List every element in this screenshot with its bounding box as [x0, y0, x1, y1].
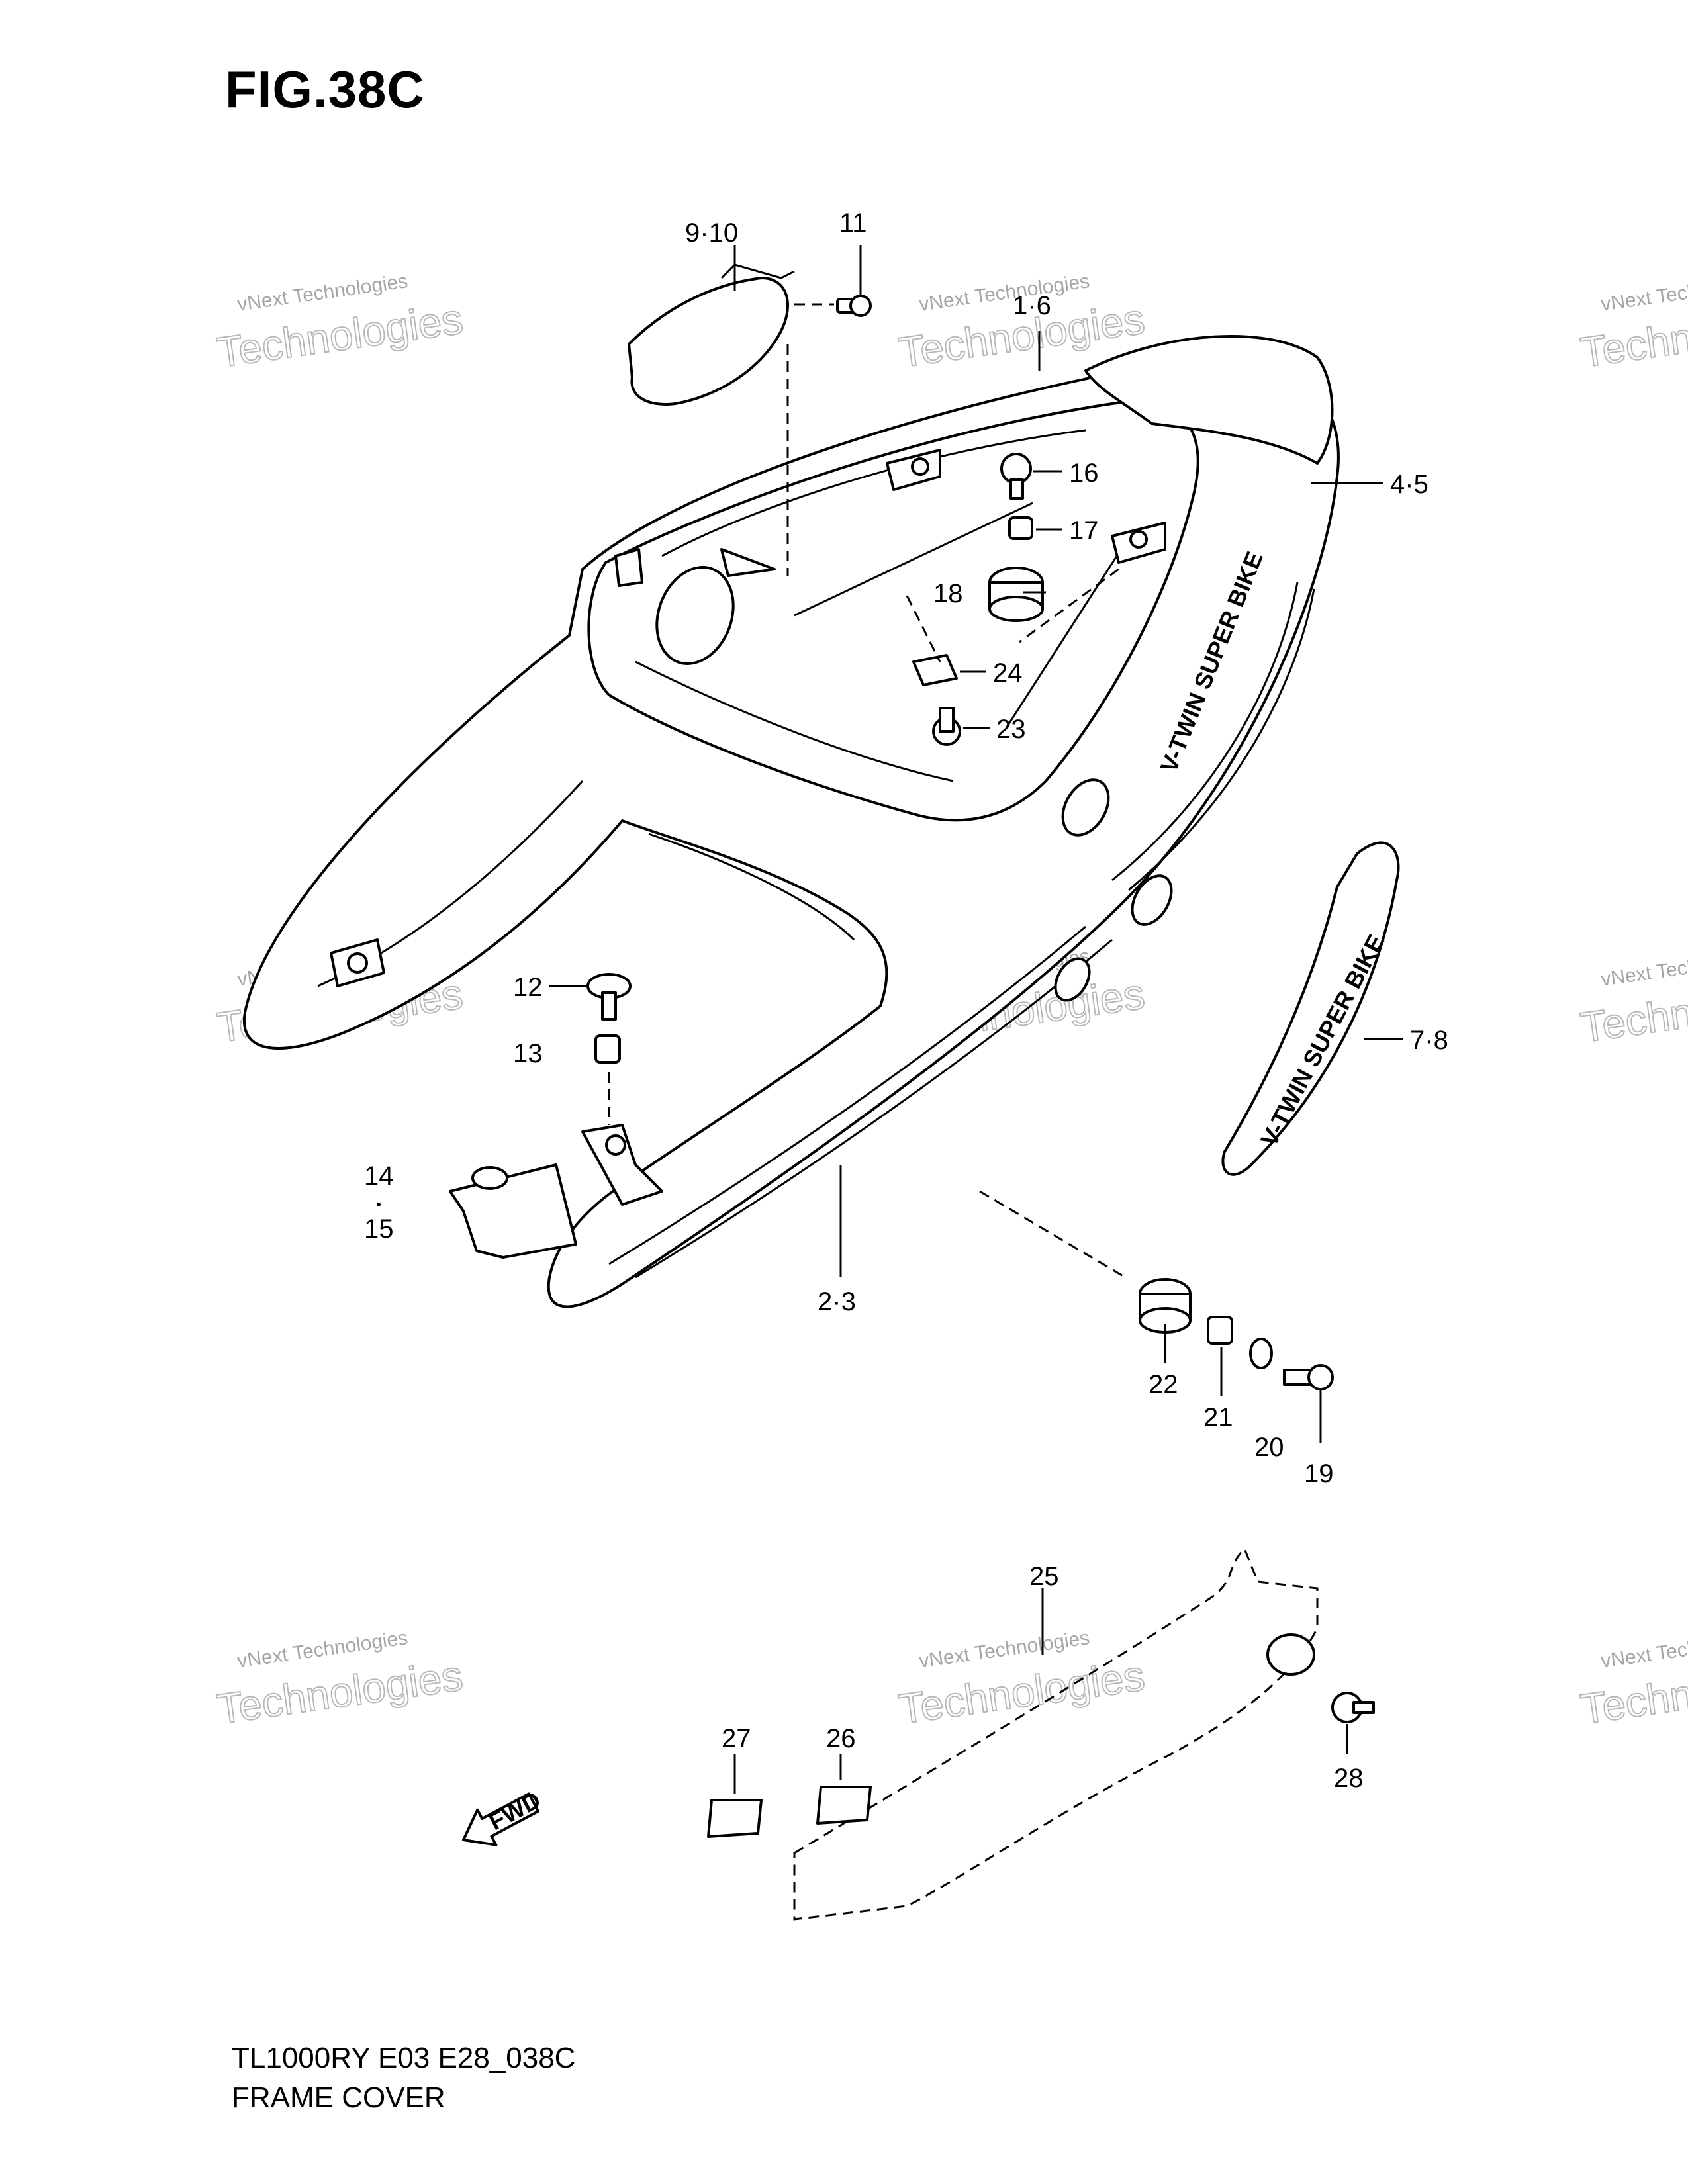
washer-20	[1249, 1338, 1273, 1369]
tray-inner-edge	[635, 660, 954, 782]
callout-11: 11	[839, 208, 867, 238]
callout-1-6: 1·6	[1013, 291, 1051, 320]
collar-13	[594, 1034, 621, 1064]
callout-23: 23	[996, 715, 1026, 744]
side-groove	[1111, 582, 1299, 882]
callout-18: 18	[933, 579, 963, 608]
bracket-flange	[720, 263, 795, 279]
side-groove	[1128, 588, 1315, 891]
grommet-18	[988, 567, 1044, 622]
seat-hump	[1084, 335, 1334, 465]
callout-27: 27	[722, 1724, 751, 1753]
watermark-text: vNext Technologies	[1599, 1627, 1688, 1672]
callout-16: 16	[1069, 459, 1099, 488]
tray-rib	[794, 502, 1033, 617]
leader-lines	[549, 245, 1403, 1794]
callout-13: 13	[513, 1039, 543, 1068]
bolt-19	[1283, 1364, 1334, 1390]
callout-7-8: 7·8	[1410, 1026, 1448, 1055]
figure-name: FRAME COVER	[232, 2081, 445, 2114]
callout-15: 15	[364, 1214, 394, 1244]
mounting-tab	[614, 548, 643, 587]
side-grommet-hole	[1061, 778, 1110, 837]
model-code: TL1000RY E03 E28_038C	[232, 2042, 576, 2074]
callout-22: 22	[1149, 1370, 1178, 1399]
tab-hole	[911, 457, 929, 476]
screw-11	[836, 295, 872, 317]
top-bracket-part	[628, 277, 789, 406]
arm-mount-hole	[347, 952, 368, 974]
side-decal-7-8: V-TWIN SUPER BIKE	[1221, 841, 1400, 1176]
bolt-23	[932, 707, 961, 746]
grommet-22	[1139, 1278, 1192, 1334]
figure-title: FIG.38C	[225, 60, 425, 118]
pad-27	[707, 1799, 763, 1838]
callout-dot	[377, 1203, 381, 1206]
callout-2-3: 2·3	[818, 1287, 856, 1316]
callout-4-5: 4·5	[1390, 470, 1429, 499]
frame-cover-tray	[587, 400, 1199, 822]
lower-panel-25	[793, 1547, 1319, 1921]
tab-hole	[1129, 530, 1148, 549]
side-grommet-hole	[1131, 874, 1173, 926]
watermark-text: vNext Technologies	[1599, 270, 1688, 316]
collar-21	[1207, 1316, 1233, 1345]
callout-17: 17	[1069, 516, 1099, 545]
callout-21: 21	[1203, 1403, 1233, 1432]
clip-nut-24	[912, 654, 958, 686]
arm-inner-edge	[648, 833, 855, 941]
screw-16	[1000, 453, 1032, 500]
callout-12: 12	[513, 973, 543, 1002]
lower-stripe	[608, 925, 1086, 1265]
callout-26: 26	[826, 1724, 856, 1753]
collar-17	[1008, 516, 1033, 540]
screw-12	[586, 973, 632, 1021]
callout-25: 25	[1029, 1562, 1059, 1591]
callout-19: 19	[1304, 1459, 1334, 1488]
bracket-14-15	[449, 1124, 663, 1259]
tray-marker	[720, 548, 776, 577]
fwd-label: FWD	[485, 1786, 545, 1836]
callout-9-10: 9·10	[685, 218, 738, 248]
side-grommet-hole	[1054, 957, 1091, 1002]
tray-inner-edge	[661, 429, 1086, 557]
callout-14: 14	[364, 1161, 394, 1191]
tray-oval-hole	[655, 566, 735, 665]
fastener-28	[1331, 1692, 1375, 1723]
frame-cover-assembly: V-TWIN SUPER BIKE	[242, 335, 1340, 1308]
tray-rib	[1005, 542, 1127, 729]
watermark-text: vNext Technologies	[1599, 945, 1688, 991]
forward-arrow-icon: FWD	[462, 1786, 545, 1846]
callout-28: 28	[1334, 1764, 1364, 1793]
callout-20: 20	[1254, 1433, 1284, 1462]
pad-26	[816, 1786, 872, 1825]
callout-24: 24	[993, 659, 1023, 688]
